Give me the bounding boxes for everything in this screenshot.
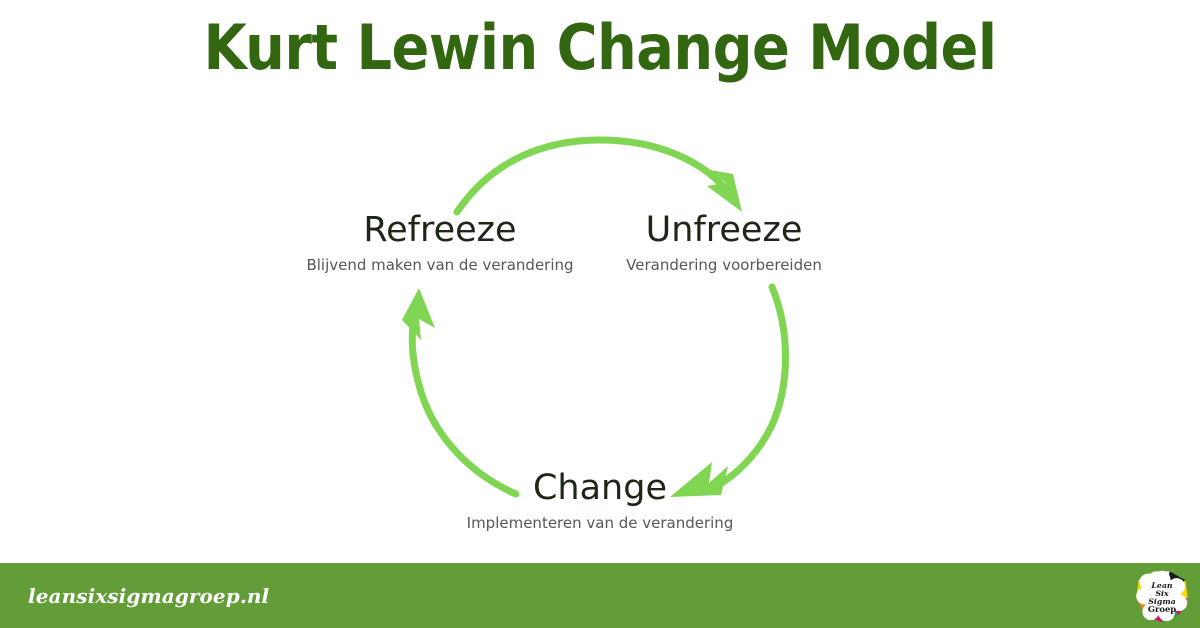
- cycle-arrows-svg: [402, 136, 789, 498]
- logo-wordmark: Lean Six Sigma Groep: [1148, 581, 1176, 614]
- stage-unfreeze-subtitle: Verandering voorbereiden: [626, 256, 822, 275]
- stage-change: Change Implementeren van de verandering: [440, 468, 760, 534]
- stage-refreeze: Refreeze Blijvend maken van de veranderi…: [286, 210, 594, 276]
- stage-refreeze-subtitle: Blijvend maken van de verandering: [306, 256, 574, 275]
- stage-unfreeze-title: Unfreeze: [645, 210, 803, 250]
- footer-website-url[interactable]: leansixsigmagroep.nl: [28, 583, 270, 608]
- page-title: Kurt Lewin Change Model: [203, 11, 998, 84]
- stage-unfreeze: Unfreeze Verandering voorbereiden: [570, 210, 878, 276]
- arrow-change-to-refreeze: [402, 288, 520, 498]
- svg-text:Groep: Groep: [1148, 604, 1176, 614]
- svg-text:Six: Six: [1155, 589, 1169, 598]
- arrow-refreeze-to-unfreeze: [453, 136, 742, 216]
- footer-bar: leansixsigmagroep.nl: [0, 563, 1200, 628]
- change-cycle-diagram: Refreeze Blijvend maken van de veranderi…: [286, 136, 878, 534]
- arrow-unfreeze-to-change: [670, 283, 789, 497]
- stage-change-title: Change: [532, 468, 667, 508]
- stage-refreeze-title: Refreeze: [363, 210, 517, 250]
- svg-text:Sigma: Sigma: [1148, 596, 1175, 605]
- stage-change-subtitle: Implementeren van de verandering: [466, 514, 734, 533]
- logo-petals: [1136, 570, 1188, 622]
- lean-six-sigma-groep-logo[interactable]: Lean Six Sigma Groep: [1134, 568, 1190, 624]
- svg-text:Lean: Lean: [1150, 581, 1173, 590]
